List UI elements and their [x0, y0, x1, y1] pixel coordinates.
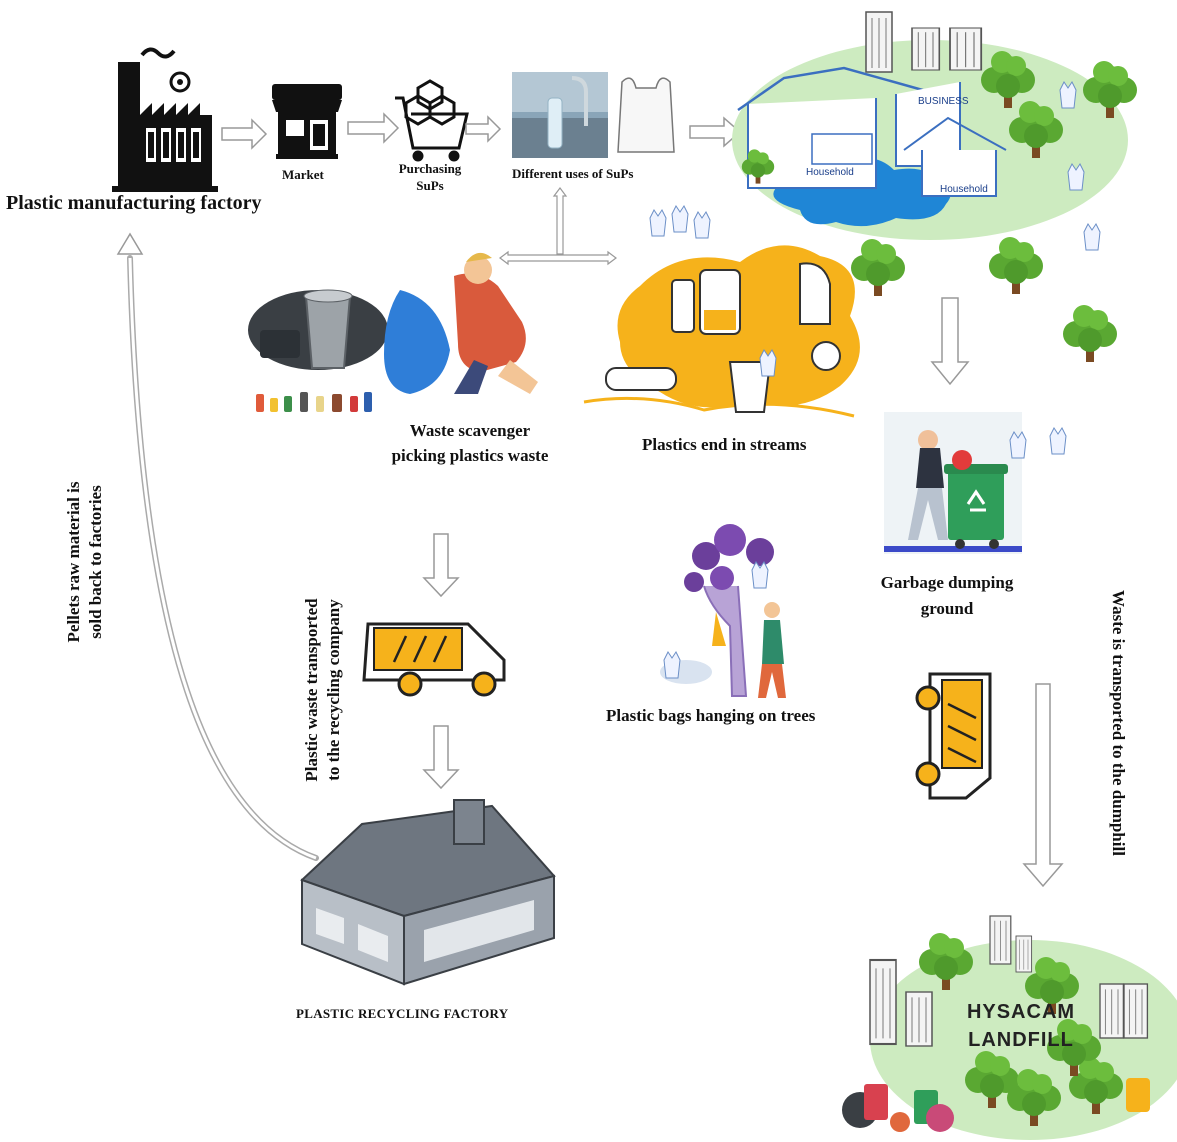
landfill-label-line2: LANDFILL	[968, 1029, 1074, 1051]
uses-photos	[512, 72, 675, 158]
garbage-dumping-illustration	[884, 412, 1067, 554]
landfill-label: HYSACAM LANDFILL	[946, 998, 1096, 1054]
streams-label: Plastics end in streams	[642, 435, 807, 454]
household-label-1: Household	[806, 167, 854, 178]
pellets-label-line1: Pellets raw material is	[64, 481, 83, 643]
recycling-truck-icon	[362, 622, 506, 697]
scavenger-label-line1: Waste scavenger	[409, 421, 531, 440]
transport-recycling-label-line2: to the recycling company	[324, 599, 343, 781]
shopping-cart-icon	[395, 79, 469, 162]
market-label: Market	[282, 167, 324, 182]
transport-recycling-label: Plastic waste transported to the recycli…	[301, 545, 345, 835]
arrow-to-garbage	[930, 297, 970, 386]
garbage-label-line1: Garbage dumping	[880, 573, 1014, 592]
scavenger-label: Waste scavenger picking plastics waste	[360, 418, 580, 468]
manufacturing-factory-icon	[112, 47, 218, 192]
business-label: BUSINESS	[918, 96, 969, 107]
market-icon	[272, 84, 342, 159]
purchasing-label: Purchasing SuPs	[390, 160, 470, 194]
recycling-factory-building	[300, 799, 556, 986]
purchasing-label-line1: Purchasing	[398, 161, 462, 176]
landfill-label-line1: HYSACAM	[966, 1001, 1076, 1023]
garbage-label-line2: ground	[920, 599, 974, 618]
plastics-streams-illustration	[583, 205, 860, 418]
city-scene	[732, 11, 1137, 362]
transport-dump-label: Waste is transported to the dumphill	[1109, 590, 1128, 856]
scavenger-label-line2: picking plastics waste	[391, 446, 549, 465]
trees-label: Plastic bags hanging on trees	[606, 706, 816, 725]
connector-uses-split	[499, 187, 617, 266]
waste-scavenger-illustration	[248, 252, 538, 412]
recycling-factory-label: PLASTIC RECYCLING FACTORY	[296, 1006, 509, 1021]
bags-on-trees-illustration	[660, 524, 786, 698]
garbage-label: Garbage dumping ground	[852, 570, 1042, 622]
landfill-scene	[842, 915, 1177, 1140]
pellets-label-line2: sold back to factories	[86, 485, 105, 639]
flow-arrows-recycling	[422, 533, 460, 790]
household-label-2: Household	[940, 184, 988, 195]
transport-recycling-label-line1: Plastic waste transported	[302, 598, 321, 782]
dump-truck-icon	[915, 672, 992, 800]
flow-arrows-top	[221, 112, 742, 150]
pellets-arrow-head	[116, 232, 144, 255]
arrow-to-landfill	[1022, 683, 1064, 888]
pellets-label: Pellets raw material is sold back to fac…	[63, 437, 107, 687]
uses-label: Different uses of SuPs	[512, 166, 634, 181]
purchasing-label-line2: SuPs	[416, 178, 444, 193]
factory-label: Plastic manufacturing factory	[6, 192, 262, 214]
